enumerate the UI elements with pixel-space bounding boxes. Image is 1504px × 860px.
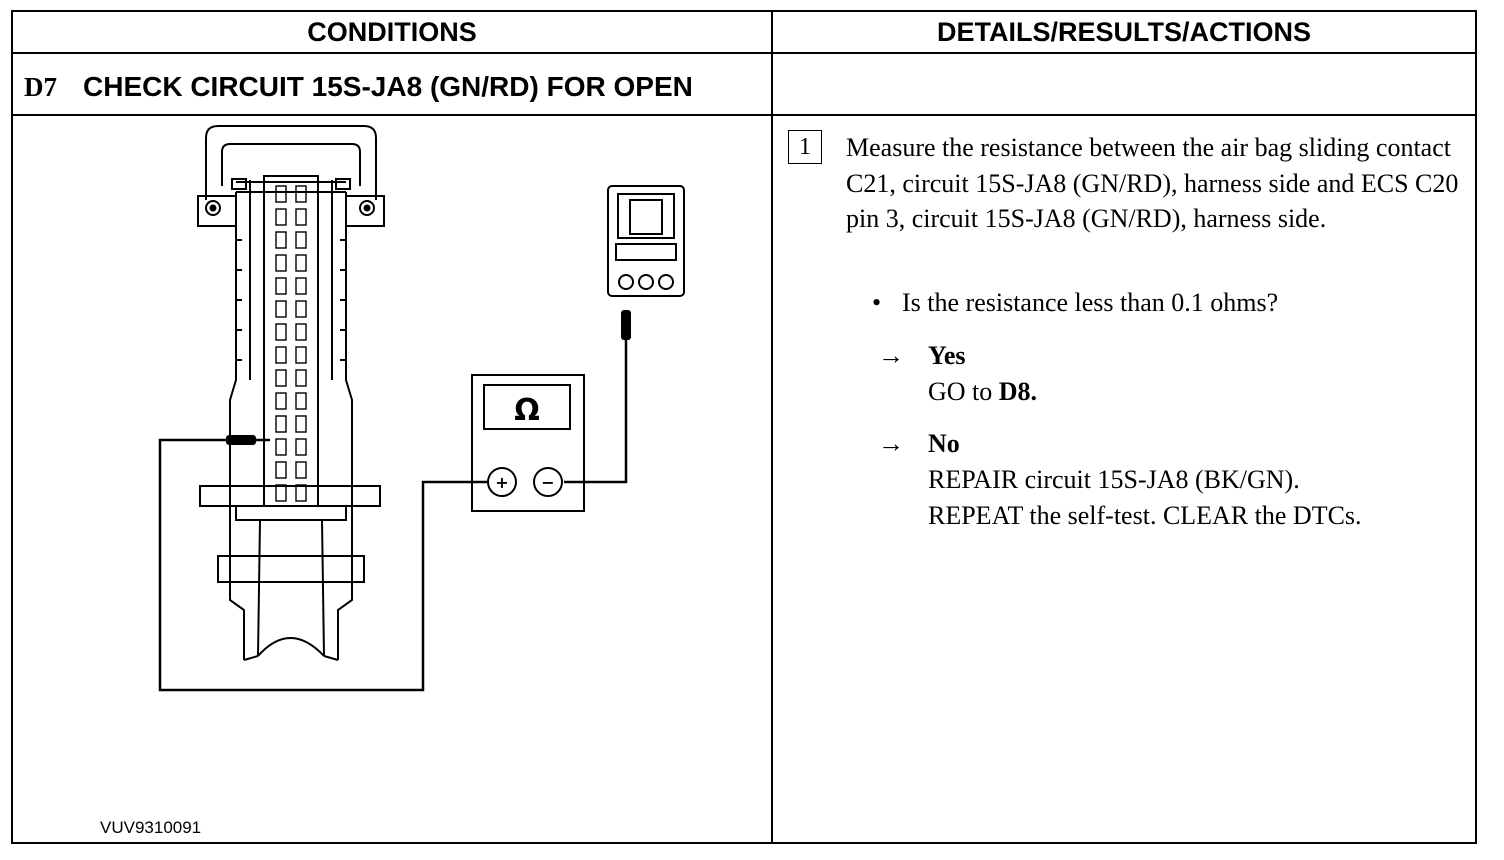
connector-pin — [275, 438, 287, 456]
connector-pin — [295, 484, 307, 502]
connector-pin — [275, 323, 287, 341]
probe-wire-negative — [564, 340, 628, 484]
arrow-right-icon: → — [878, 341, 904, 370]
yes-action: GO to D8. — [928, 377, 1038, 406]
test-adapter — [607, 185, 685, 297]
connector-pin — [295, 300, 307, 318]
yes-target: D8. — [998, 377, 1038, 406]
figure-code: VUV9310091 — [100, 818, 202, 837]
connector-pin — [275, 277, 287, 295]
connector-pin — [295, 323, 307, 341]
plus-label: + — [495, 473, 508, 492]
connector-pin — [295, 415, 307, 433]
probe-wire-positive — [158, 438, 487, 692]
connector-pin — [295, 231, 307, 249]
minus-label: − — [541, 473, 554, 492]
wiring-diagram: Ω + − — [158, 125, 685, 692]
connector-pin — [275, 415, 287, 433]
connector-pin — [275, 346, 287, 364]
column-divider — [771, 10, 773, 844]
pin-block — [263, 175, 319, 507]
question-item: • Is the resistance less than 0.1 ohms? — [872, 288, 1278, 318]
connector-pin — [275, 300, 287, 318]
connector-pin — [275, 484, 287, 502]
connector-pin — [295, 461, 307, 479]
yes-label: Yes — [928, 341, 966, 370]
probe-tip-left — [226, 435, 256, 445]
connector-pin — [275, 254, 287, 272]
step-heading: D7 CHECK CIRCUIT 15S-JA8 (GN/RD) FOR OPE… — [24, 64, 693, 110]
minus-terminal-icon — [533, 467, 563, 497]
substep-number: 1 — [788, 130, 822, 164]
connector-pin — [295, 185, 307, 203]
ohmmeter-display — [483, 384, 571, 430]
no-action-line2: REPEAT the self-test. CLEAR the DTCs. — [928, 501, 1362, 530]
procedure-table — [11, 10, 1477, 844]
plus-terminal-icon — [487, 467, 517, 497]
instruction-text: Measure the resistance between the air b… — [846, 133, 1459, 233]
connector-pin — [295, 346, 307, 364]
conditions-header: CONDITIONS — [307, 16, 477, 47]
step-id: D7 — [24, 71, 57, 102]
connector-pin — [295, 369, 307, 387]
no-action-line1: REPAIR circuit 15S-JA8 (BK/GN). — [928, 465, 1300, 494]
connector-pin — [295, 438, 307, 456]
ohm-symbol: Ω — [514, 393, 540, 428]
step-divider — [11, 114, 1477, 116]
connector-handle — [205, 125, 377, 200]
collar — [217, 555, 365, 583]
connector-pin — [295, 392, 307, 410]
connector-pin — [275, 392, 287, 410]
question-text: Is the resistance less than 0.1 ohms? — [902, 288, 1279, 317]
mounting-ear-left — [197, 195, 237, 227]
connector-pin — [295, 254, 307, 272]
bullet-icon: • — [872, 288, 882, 317]
connector-pin — [275, 208, 287, 226]
screw-right-icon — [359, 200, 375, 216]
connector-pin — [275, 461, 287, 479]
arrow-right-icon: → — [878, 429, 904, 458]
connector-pin — [275, 185, 287, 203]
step-title: CHECK CIRCUIT 15S-JA8 (GN/RD) FOR OPEN — [83, 71, 693, 102]
probe-tip-right — [621, 310, 631, 340]
connector-body — [229, 192, 353, 660]
header-divider — [11, 52, 1477, 54]
no-label: No — [928, 429, 960, 458]
connector-pin — [295, 208, 307, 226]
connector-pin — [275, 369, 287, 387]
details-header: DETAILS/RESULTS/ACTIONS — [936, 16, 1311, 47]
ohmmeter — [471, 374, 585, 512]
connector-pin — [275, 231, 287, 249]
connector-pin — [295, 277, 307, 295]
screw-left-icon — [205, 200, 221, 216]
